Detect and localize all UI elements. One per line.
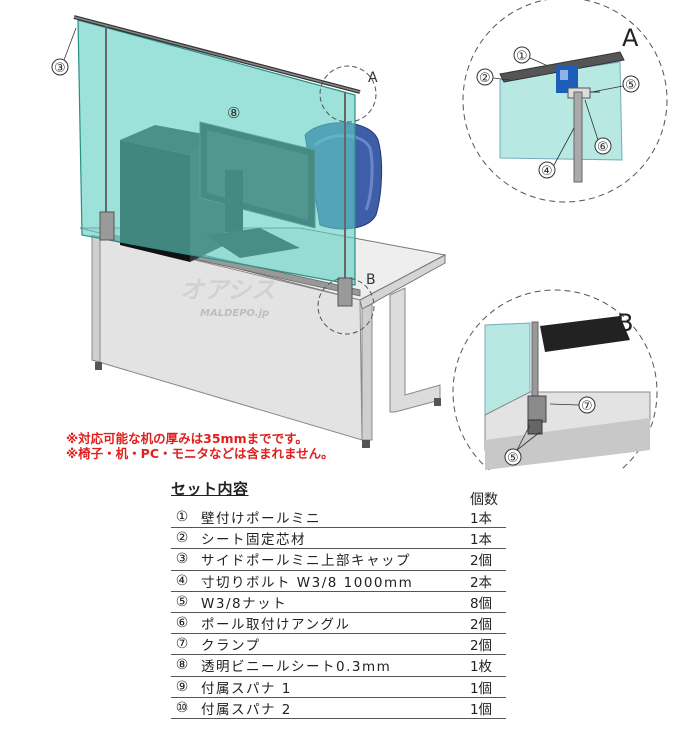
part-name: 付属スパナ 2 [201, 701, 292, 718]
part-row: ⑨ 付属スパナ 1 1個 [171, 677, 506, 698]
part-quantity: 2個 [469, 617, 493, 634]
part-row: ③ サイドポールミニ上部キャップ 2個 [171, 549, 506, 571]
part-quantity: 2個 [469, 553, 493, 570]
detail-label-a-small: A [368, 70, 378, 86]
callout-4-a: ④ [541, 164, 553, 179]
detail-a [462, 0, 668, 203]
callout-8: ⑧ [227, 104, 240, 122]
part-row: ⑧ 透明ビニールシート0.3mm 1枚 [171, 655, 506, 677]
part-quantity: 1個 [469, 701, 493, 718]
callout-2-a: ② [479, 71, 491, 86]
part-number: ⑧ [175, 657, 189, 674]
part-name: 透明ビニールシート0.3mm [201, 659, 392, 676]
part-quantity: 1枚 [469, 659, 493, 676]
detail-label-b-small: B [366, 272, 376, 288]
part-quantity: 2本 [469, 574, 493, 591]
part-name: ポール取付けアングル [201, 617, 351, 634]
callout-3: ③ [54, 61, 66, 76]
note-not-included: ※椅子・机・PC・モニタなどは含まれません。 [66, 446, 334, 461]
callout-1-a: ① [516, 49, 528, 64]
part-row: ④ 寸切りボルト W3/8 1000mm 2本 [171, 571, 506, 592]
detail-b [452, 289, 658, 470]
parts-list: ① 壁付けポールミニ 1本 ② シート固定芯材 1本 ③ サイドポールミニ上部キャップ 2個… [171, 507, 506, 719]
callout-5-b: ⑤ [507, 451, 519, 466]
part-name: 付属スパナ 1 [201, 680, 292, 697]
detail-a-callouts [476, 46, 640, 179]
part-number: ② [175, 530, 189, 547]
part-row: ⑥ ポール取付けアングル 2個 [171, 613, 506, 635]
part-quantity: 1個 [469, 680, 493, 697]
part-number: ③ [175, 551, 189, 568]
part-row: ② シート固定芯材 1本 [171, 528, 506, 550]
detail-b-callouts [504, 396, 596, 466]
part-number: ④ [175, 572, 189, 589]
part-quantity: 1本 [469, 511, 493, 528]
note-desk-thickness: ※対応可能な机の厚みは35mmまでです。 [66, 431, 308, 446]
part-row: ⑦ クランプ 2個 [171, 634, 506, 656]
set-contents-title: セット内容 [171, 480, 249, 498]
watermark-sub: MALDEPO.jp [200, 308, 269, 319]
part-name: クランプ [201, 638, 261, 655]
part-name: 寸切りボルト W3/8 1000mm [201, 574, 414, 591]
quantity-header: 個数 [470, 492, 498, 508]
part-quantity: 8個 [469, 595, 493, 612]
detail-label-b: B [617, 309, 633, 337]
part-number: ⑨ [175, 678, 189, 695]
part-quantity: 2個 [469, 638, 493, 655]
callout-7-b: ⑦ [581, 399, 593, 414]
detail-label-a: A [622, 24, 639, 52]
part-name: サイドポールミニ上部キャップ [201, 553, 411, 570]
part-name: シート固定芯材 [201, 532, 306, 549]
part-name: 壁付けポールミニ [201, 511, 321, 528]
notes: ※対応可能な机の厚みは35mmまでです。 ※椅子・机・PC・モニタなどは含まれま… [66, 431, 334, 461]
assembly-illustration: オアシス MALDEPO.jp ③ ⑧ A B A ① ② ⑤ ⑥ ④ [51, 0, 668, 470]
part-number: ⑤ [175, 593, 189, 610]
part-number: ⑩ [175, 699, 189, 716]
part-name: W3/8ナット [201, 595, 288, 612]
part-row: ① 壁付けポールミニ 1本 [171, 507, 506, 529]
part-row: ⑤ W3/8ナット 8個 [171, 592, 506, 613]
callout-5-a: ⑤ [625, 78, 637, 93]
part-number: ⑥ [175, 615, 189, 632]
vinyl-sheet [73, 15, 361, 307]
part-quantity: 1本 [469, 532, 493, 549]
part-row: ⑩ 付属スパナ 2 1個 [171, 698, 506, 719]
callout-6-a: ⑥ [597, 140, 609, 155]
watermark-main: オアシス [180, 276, 275, 304]
part-number: ① [175, 509, 189, 526]
part-number: ⑦ [175, 636, 189, 653]
